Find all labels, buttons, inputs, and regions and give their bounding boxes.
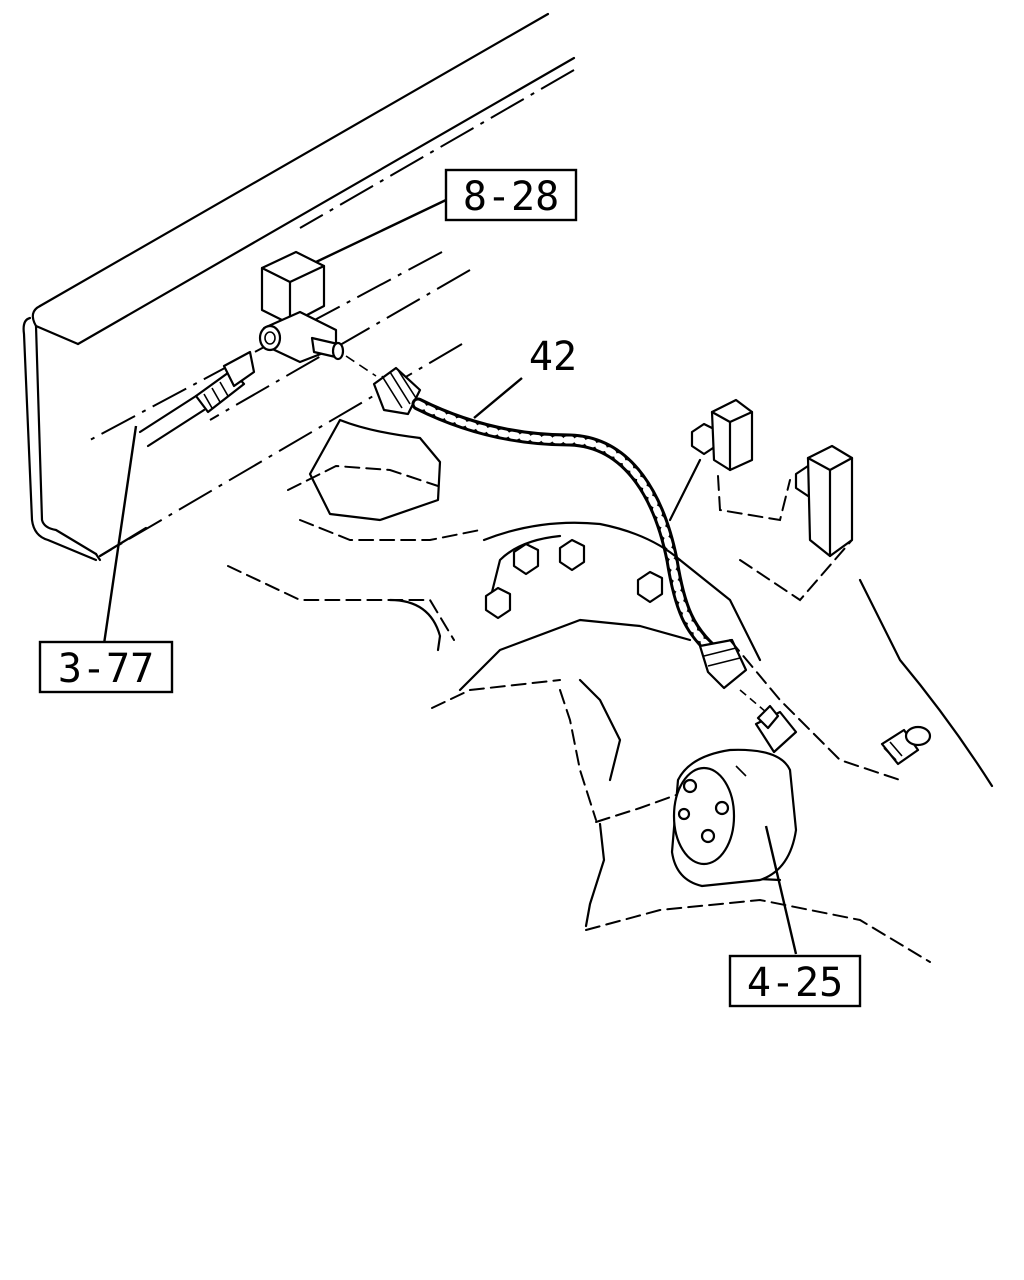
callout-label: 8-28 [463, 174, 559, 220]
hose-part-42 [372, 366, 767, 713]
leader-line-3-77 [102, 425, 138, 645]
leader-line-4-25 [764, 825, 798, 955]
callout-4-25: 4-25 [728, 954, 862, 1008]
bolt-icon [636, 570, 664, 604]
leader-line-8-28 [315, 198, 447, 264]
callout-3-77: 3-77 [38, 640, 174, 694]
callout-label: 3-77 [58, 646, 154, 692]
leader-line-42 [473, 377, 523, 419]
callout-8-28: 8-28 [444, 168, 578, 222]
inlet-fitting [138, 350, 377, 448]
part-number-label: 42 [529, 334, 577, 380]
bolt-icon [512, 542, 540, 576]
pump-unit [670, 704, 798, 888]
stud-fitting [880, 725, 932, 766]
engine-housing [227, 418, 994, 963]
bolt-icon [484, 586, 512, 620]
callout-42: 42 [529, 334, 577, 380]
bolt-icon [558, 538, 586, 572]
callout-label: 4-25 [747, 960, 843, 1006]
housing-bolts [484, 422, 822, 620]
valve-assembly [258, 250, 345, 364]
mount-brackets [668, 398, 854, 602]
